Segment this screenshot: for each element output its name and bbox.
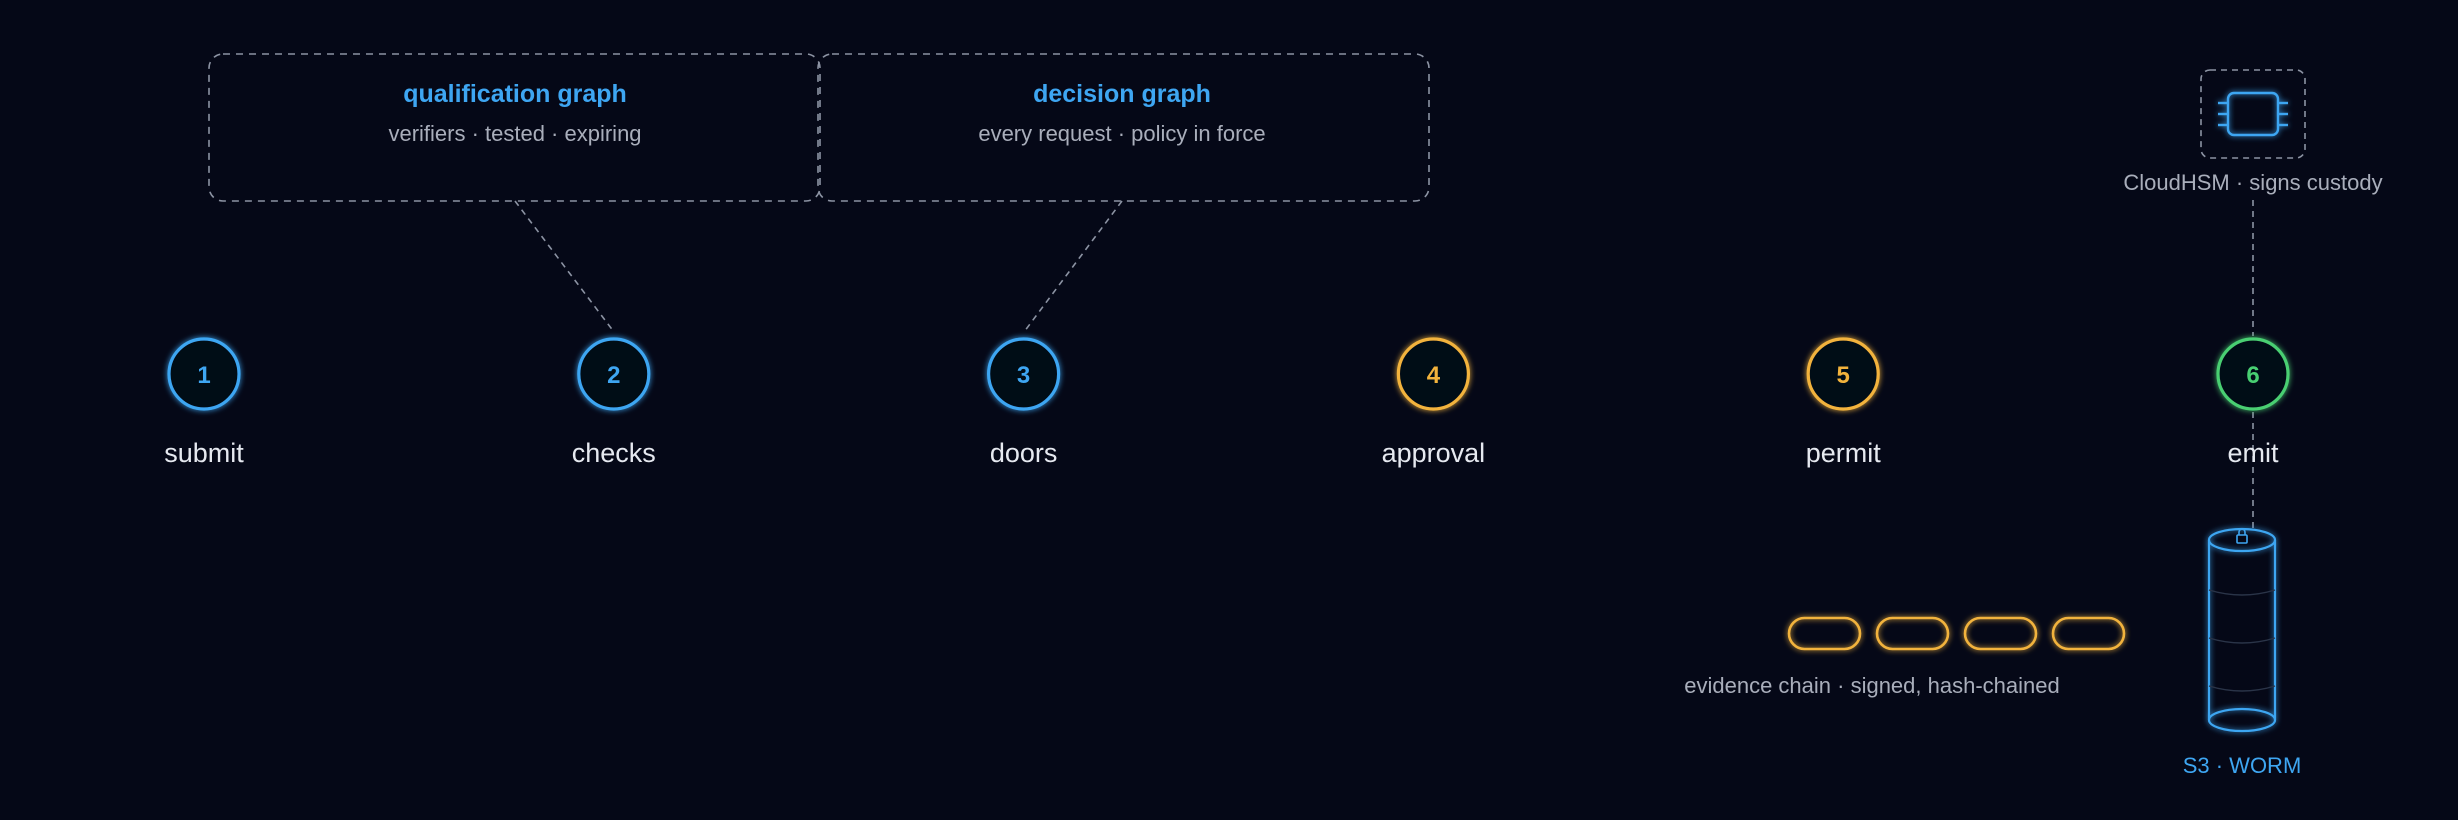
qualification-graph-subtitle: verifiers · tested · expiring — [388, 121, 641, 146]
step-circle — [986, 337, 1061, 411]
step-nodes: 1 submit 2 checks 3 doors 4 approval 5 permit 6 emi… — [164, 337, 2290, 468]
decision-connector — [1023, 200, 1123, 333]
qualification-connector — [514, 200, 615, 333]
step-1: 1 submit — [164, 337, 244, 468]
step-number: 4 — [1427, 362, 1441, 389]
step-number: 5 — [1837, 362, 1850, 389]
step-number: 1 — [197, 362, 210, 389]
storage-caption: S3 · WORM — [2183, 753, 2302, 778]
step-label: submit — [164, 438, 244, 468]
step-4: 4 approval — [1382, 337, 1486, 468]
hsm-caption: CloudHSM · signs custody — [2123, 170, 2382, 195]
decision-graph-box — [817, 53, 1430, 202]
qualification-graph-title: qualification graph — [403, 80, 627, 108]
storage-shelves — [2208, 589, 2276, 692]
decision-graph-title: decision graph — [1033, 80, 1211, 108]
chain-link — [1787, 616, 1862, 651]
step-circle — [167, 337, 241, 411]
chain-link — [1875, 616, 1950, 651]
evidence-caption: evidence chain · signed, hash-chained — [1684, 673, 2059, 698]
chain-link — [2051, 616, 2126, 651]
hsm-box — [2200, 69, 2306, 159]
step-circle — [577, 337, 651, 411]
decision-graph-subtitle: every request · policy in force — [978, 121, 1265, 146]
step-circle — [1806, 337, 1880, 411]
step-circle — [2216, 337, 2290, 411]
evidence-chain — [1787, 616, 2126, 651]
step-6: 6 emit — [2216, 337, 2290, 468]
step-label: permit — [1806, 438, 1882, 468]
step-label: approval — [1382, 438, 1486, 468]
step-number: 2 — [607, 362, 620, 389]
step-5: 5 permit — [1806, 337, 1882, 468]
lock-icon — [2236, 528, 2248, 544]
step-label: doors — [990, 438, 1058, 468]
step-2: 2 checks — [572, 337, 656, 468]
qualification-graph-box — [208, 53, 821, 202]
step-3: 3 doors — [986, 337, 1061, 468]
chip-icon — [2218, 91, 2288, 137]
step-number: 3 — [1017, 362, 1030, 389]
step-label: checks — [572, 438, 656, 468]
step-number: 6 — [2246, 362, 2259, 389]
step-label: emit — [2227, 438, 2279, 468]
chain-link — [1963, 616, 2038, 651]
step-circle — [1396, 337, 1471, 411]
storage-cylinder — [2207, 527, 2277, 733]
